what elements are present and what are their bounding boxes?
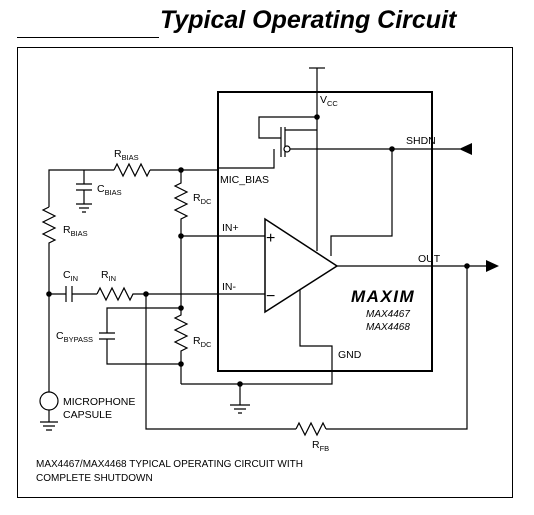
rin-resistor: [96, 286, 146, 302]
mic-bias-line-left: [48, 169, 114, 207]
rfb-wire: [145, 266, 468, 430]
rdc-top-resistor: [173, 170, 189, 294]
main-ground-symbol: [230, 404, 250, 414]
junction-dot: [464, 263, 470, 269]
junction-dot: [389, 146, 395, 152]
out-arrow-icon: [486, 260, 499, 272]
mic-ground: [40, 421, 58, 431]
junction-dot: [178, 361, 184, 367]
page-title: Typical Operating Circuit: [160, 6, 457, 34]
rbias-top-label: RBIAS: [114, 148, 139, 162]
part-number-max4468: MAX4468: [366, 322, 410, 333]
junction-dot: [237, 381, 243, 387]
op-amp-minus-sign: −: [266, 288, 275, 305]
maxim-logo: MAXIM: [351, 287, 415, 306]
switch-gate-bubble: [283, 145, 291, 153]
part-number-max4467: MAX4467: [366, 309, 410, 320]
heading-rule: [17, 37, 159, 38]
rfb-resistor: [295, 421, 327, 437]
junction-dot: [178, 305, 184, 311]
gnd-label: GND: [338, 349, 362, 361]
junction-dot: [46, 291, 52, 297]
junction-dot: [314, 114, 320, 120]
in-minus-label: IN-: [222, 281, 237, 293]
junction-dot: [143, 291, 149, 297]
shdn-wire: [330, 148, 460, 256]
microphone-symbol: [39, 391, 59, 411]
rdc-bottom-resistor: [173, 294, 189, 384]
figure-caption-line2: COMPLETE SHUTDOWN: [36, 473, 153, 484]
junction-dot: [178, 233, 184, 239]
vcc-label: VCC: [320, 94, 338, 108]
cbias-capacitor: [76, 170, 92, 204]
cbypass-label: CBYPASS: [56, 330, 93, 344]
cbias-label: CBIAS: [97, 183, 122, 197]
rbias-left-resistor: [41, 206, 57, 294]
figure-caption-line1: MAX4467/MAX4468 TYPICAL OPERATING CIRCUI…: [36, 459, 303, 470]
rdc-bottom-label: RDC: [193, 335, 212, 349]
mic-bias-label: MIC_BIAS: [220, 174, 269, 186]
rfb-label: RFB: [312, 439, 329, 453]
cbypass-capacitor: [99, 307, 181, 365]
op-amp: [264, 217, 339, 314]
ic-package: [217, 91, 433, 372]
rin-label: RIN: [101, 269, 116, 283]
rbias-top-resistor: [113, 162, 151, 178]
microphone-label-line1: MICROPHONE: [63, 396, 135, 408]
shdn-arrow-icon: [459, 143, 472, 155]
junction-dot: [178, 167, 184, 173]
rdc-top-label: RDC: [193, 192, 212, 206]
cbias-ground: [76, 203, 92, 213]
out-label: OUT: [418, 253, 441, 265]
in-plus-label: IN+: [222, 222, 239, 234]
rbias-left-label: RBIAS: [63, 224, 88, 238]
ground-bus: [181, 371, 333, 385]
gnd-internal-wire: [299, 290, 333, 371]
figure-frame: [17, 47, 513, 498]
shutdown-switch: [218, 116, 392, 169]
cin-label: CIN: [63, 269, 78, 283]
cin-capacitor: [49, 286, 97, 302]
microphone-label-line2: CAPSULE: [63, 409, 112, 421]
shdn-label: SHDN: [406, 135, 436, 147]
op-amp-plus-sign: +: [266, 230, 275, 247]
